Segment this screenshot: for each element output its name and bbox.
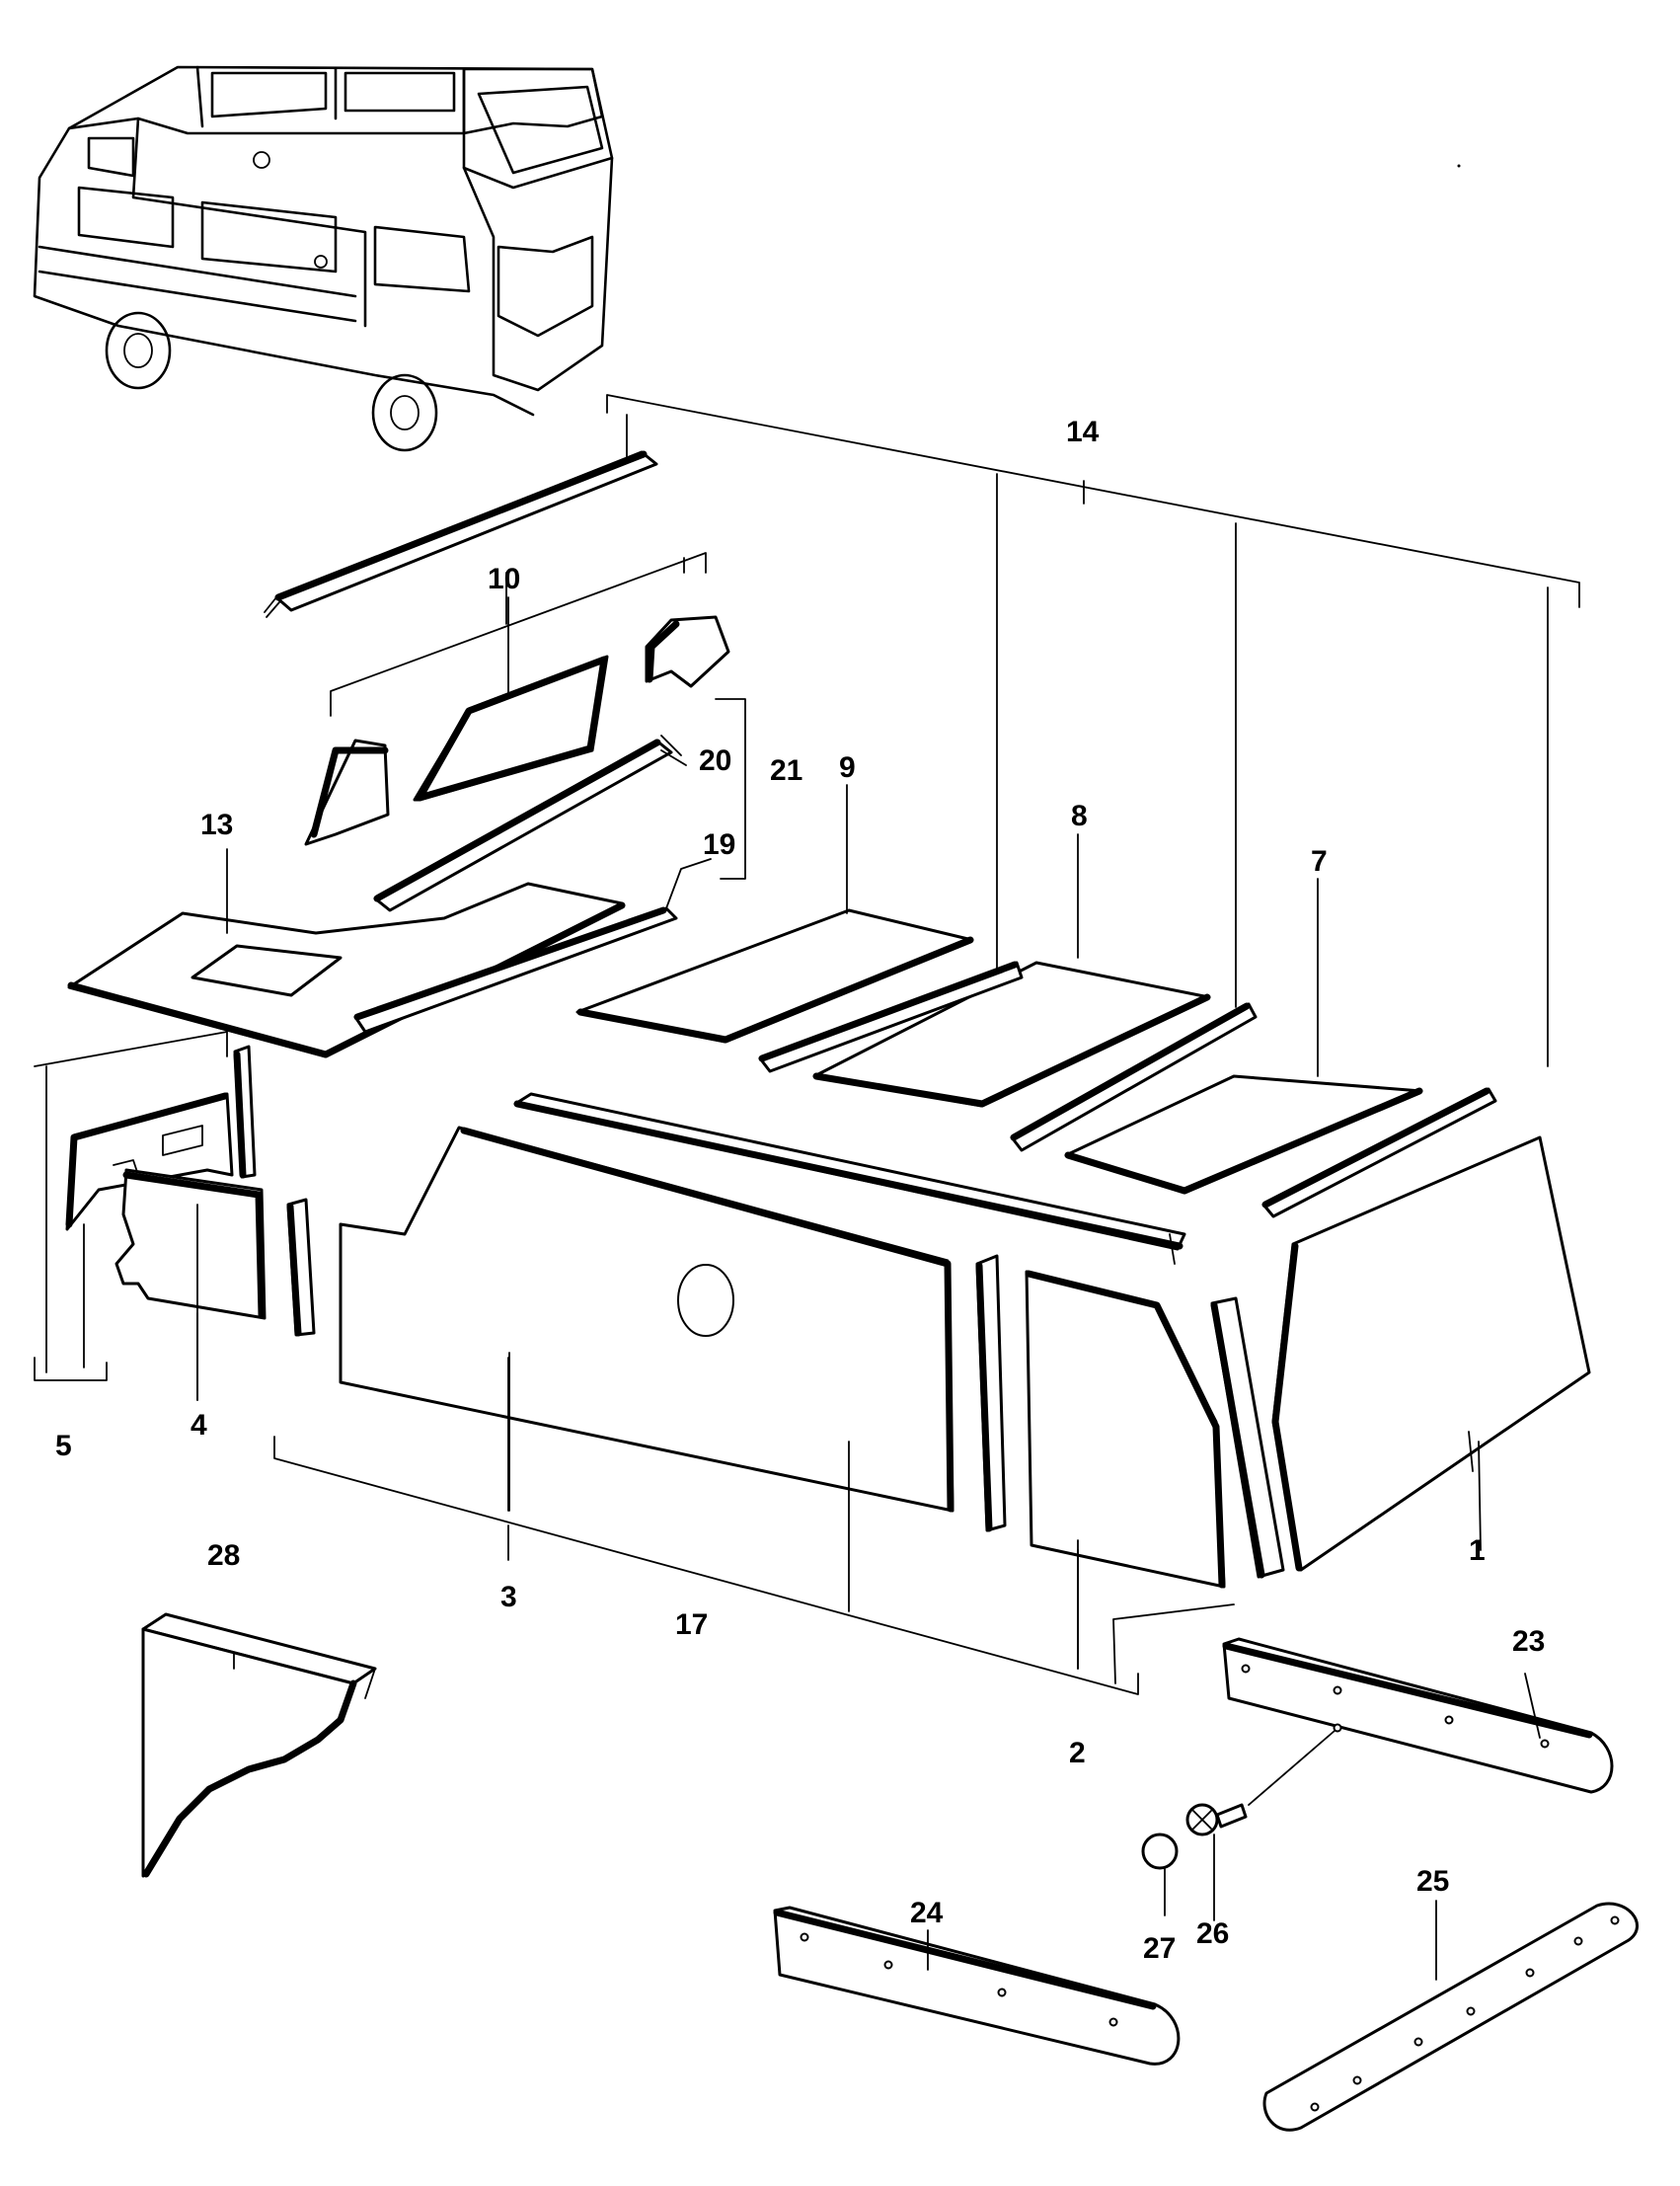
roof-rail-strip — [264, 450, 658, 618]
part-13-front-roof-liner — [67, 882, 626, 1058]
callout-4: 4 — [191, 1409, 207, 1442]
part-2-panel — [1025, 1270, 1226, 1589]
part-10-window-trims — [304, 615, 730, 846]
part-3-left-pillar — [286, 1198, 316, 1337]
callout-3: 3 — [500, 1581, 517, 1613]
van-illustration — [33, 65, 614, 452]
callout-23: 23 — [1512, 1625, 1545, 1658]
part-28-block — [141, 1612, 377, 1878]
part-24-trim — [773, 1906, 1181, 2066]
callout-13: 13 — [200, 809, 233, 841]
part-25-trim — [1262, 1902, 1639, 2132]
callout-27: 27 — [1143, 1932, 1176, 1965]
center-pillar — [975, 1254, 1007, 1532]
stray-dot — [1457, 164, 1461, 168]
long-strip — [513, 1092, 1186, 1265]
part-1-panel — [1271, 1135, 1591, 1572]
part-19-strip — [353, 858, 712, 1034]
part-8-roof-panel — [812, 961, 1211, 1108]
part-4-panel — [115, 1168, 267, 1320]
callout-labels: 1 2 3 4 5 7 8 9 10 13 14 17 19 20 21 23 … — [55, 416, 1545, 1965]
callout-28: 28 — [207, 1539, 240, 1572]
callout-26: 26 — [1196, 1917, 1229, 1950]
part-3-side-panel — [339, 1126, 955, 1513]
part-7-roof-panel — [1064, 1074, 1423, 1195]
callout-21: 21 — [770, 754, 802, 787]
callout-25: 25 — [1416, 1865, 1449, 1898]
callout-8: 8 — [1071, 800, 1088, 832]
bracket-14 — [606, 394, 1580, 1067]
callout-10: 10 — [488, 563, 520, 595]
leader-lines — [196, 596, 1541, 1981]
callout-5: 5 — [55, 1430, 72, 1462]
part-20-21 — [373, 698, 746, 912]
callout-9: 9 — [839, 751, 856, 784]
part-27-cap — [1141, 1833, 1179, 1870]
callout-17: 17 — [675, 1608, 708, 1641]
callout-14: 14 — [1066, 416, 1100, 448]
callout-2: 2 — [1069, 1737, 1086, 1769]
part-9-roof-panel — [575, 908, 974, 1044]
joint-strips — [758, 961, 1497, 1218]
bracket-10 — [330, 552, 707, 717]
rear-pillar — [1210, 1296, 1285, 1579]
callout-1: 1 — [1469, 1534, 1486, 1567]
callout-20: 20 — [699, 744, 731, 777]
callout-24: 24 — [910, 1897, 944, 1929]
part-23-trim — [1222, 1637, 1614, 1794]
part-26-screw — [1185, 1730, 1336, 1836]
callout-7: 7 — [1311, 845, 1328, 878]
callout-19: 19 — [703, 828, 735, 861]
